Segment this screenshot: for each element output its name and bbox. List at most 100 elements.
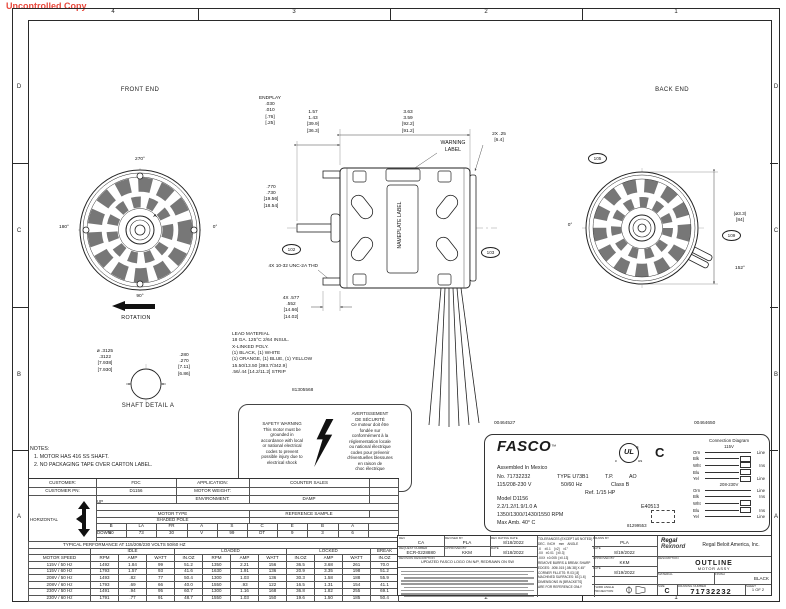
drawn-date-value: 8/19/2022 — [614, 549, 635, 555]
back-end-view — [582, 168, 718, 288]
logo-line2: Rexnord — [661, 543, 686, 550]
dim-body-length: 3.63 3.59 [92.2] [91.2] — [401, 110, 414, 134]
down-label: DOWN — [97, 530, 111, 535]
performance-value: 19.6 — [286, 594, 315, 603]
approved-date-cell: DATE 8/18/2022 — [490, 546, 538, 557]
dim-stud: 4X .577 .552 [14.66] [14.02] — [282, 296, 300, 320]
approved-date-value: 8/18/2022 — [503, 549, 524, 555]
spec-empty — [369, 495, 399, 504]
size-cell: SIZE C — [657, 584, 678, 595]
legal-text-line — [404, 596, 534, 597]
spec-table: CUSTOMER: FDC APPLICATION: COUNTER SALES… — [28, 478, 399, 543]
logo-line1: Regal — [661, 538, 678, 544]
wire-line — [705, 516, 751, 518]
performance-value: 115V / 60 Hz — [28, 567, 91, 576]
performance-value: 1.50 — [314, 594, 343, 603]
performance-value: 1493 — [90, 574, 119, 583]
label-number-right: 00464650 — [694, 421, 716, 426]
legal-text-line — [401, 593, 528, 595]
performance-value: 70.0 — [369, 561, 400, 569]
revision-description-value: UPDATED FASCO LOGO ON N/P, REDRAWN ON SW — [421, 559, 514, 564]
description-title: OUTLINE — [695, 559, 733, 567]
rev-value: CA — [417, 539, 425, 545]
legal-text-line — [401, 589, 534, 592]
code-value: 9 — [277, 530, 309, 538]
regal-rexnord-logo: Regal Rexnord — [661, 538, 686, 550]
wire-line — [705, 478, 739, 480]
lead-note-number: 81305568 — [292, 388, 314, 393]
description-cell: DESCRIPTION OUTLINE MOTOR ASSY — [657, 556, 771, 573]
customer-value: FDC — [96, 479, 177, 488]
wire-label: Yel — [693, 476, 699, 482]
performance-value: 77 — [146, 574, 175, 583]
performance-value: 208V / 50 Hz — [28, 574, 91, 583]
performance-value: 1491 — [90, 587, 119, 596]
environment-label: ENVIRONMENT: — [176, 495, 250, 504]
code-header: B — [307, 523, 339, 531]
drawn-by-value: PLA — [620, 539, 629, 545]
approved2-date-header: DATE — [593, 566, 601, 570]
connection-row: Blk — [693, 455, 765, 463]
title-block: REV CA REVISED BY PLA REV RATING DATE 8/… — [397, 535, 772, 597]
wire-label: Blk — [693, 456, 699, 462]
code-value: 6 — [337, 530, 369, 538]
wire-label: Blu — [693, 507, 700, 513]
customer-pn-value: D1156 — [96, 487, 177, 496]
spec-empty — [369, 510, 399, 518]
description-header: DESCRIPTION — [658, 556, 679, 560]
performance-value: 208V / 60 Hz — [28, 581, 91, 589]
dim-endplay: ENDPLAY .030 .010 [.76] [.25] — [258, 96, 282, 126]
connection-voltage: 115V — [724, 444, 734, 449]
request-cell: REQUEST NUMBER ECR-0228880 — [398, 546, 445, 557]
zone-tick — [770, 450, 778, 451]
performance-column-header: AMP — [314, 554, 343, 563]
wire-label: Yel — [693, 514, 699, 520]
performance-column-header: RPM — [90, 554, 119, 563]
horizontal-label: HORIZONTAL — [30, 517, 58, 522]
code-header: B — [96, 523, 128, 531]
rev-header: REV — [399, 536, 406, 540]
wire-label: Blk — [693, 494, 699, 500]
performance-value: 2.21 — [230, 561, 259, 569]
drawn-by-cell: DRAWN BY PLA — [592, 536, 658, 547]
performance-group-header: IDLE — [90, 547, 175, 556]
drawn-date-cell: DATE 8/19/2022 — [592, 546, 658, 557]
zone-tick — [770, 163, 778, 164]
zone-col-bottom: 1 — [674, 595, 678, 601]
ul-registered: ® — [636, 445, 639, 450]
legal-text-line — [404, 577, 534, 579]
back-end-title: BACK END — [655, 87, 689, 93]
spec-empty — [96, 503, 399, 511]
approved2-value: KKM — [619, 559, 630, 565]
np-type-label: TYPE — [557, 474, 571, 480]
performance-value: 1.03 — [230, 574, 259, 583]
np-tag-number: 81299553 — [627, 523, 647, 528]
performance-value: 20.9 — [286, 567, 315, 576]
thread-note: 4X 10-32 UNC-2A THD — [268, 264, 319, 269]
performance-value: 1.84 — [118, 561, 147, 569]
wire-line — [705, 464, 739, 466]
performance-value: .69 — [118, 581, 147, 589]
np-type: TYPE U73B1 — [557, 474, 589, 481]
spare-cell — [592, 576, 658, 585]
performance-value: .82 — [118, 574, 147, 583]
performance-value: 1.03 — [230, 594, 259, 603]
zone-col-bottom: 2 — [484, 595, 488, 601]
code-header: C — [247, 523, 279, 531]
code-header: A — [337, 523, 369, 531]
performance-column-header: AMP — [118, 554, 147, 563]
wire-terminal-box — [740, 455, 751, 462]
performance-value: .93 — [230, 581, 259, 589]
np-ref-hp: Ref. 1/15 HP — [585, 490, 616, 496]
material-header: MATERIAL — [658, 572, 673, 576]
logo-cell: Regal Rexnord Regal Beloit America, Inc. — [657, 536, 771, 557]
callout-109: 109 — [722, 230, 741, 241]
revby-cell: REVISED BY PLA — [444, 536, 491, 547]
material-cell: MATERIAL — [657, 572, 715, 585]
zone-tick — [770, 307, 778, 308]
nameplate-artwork: FASCO™ UL c us ® C Assembled In Mexico N… — [484, 434, 770, 532]
up-label: UP — [97, 499, 104, 504]
performance-group-header: LOCKED — [286, 547, 371, 556]
